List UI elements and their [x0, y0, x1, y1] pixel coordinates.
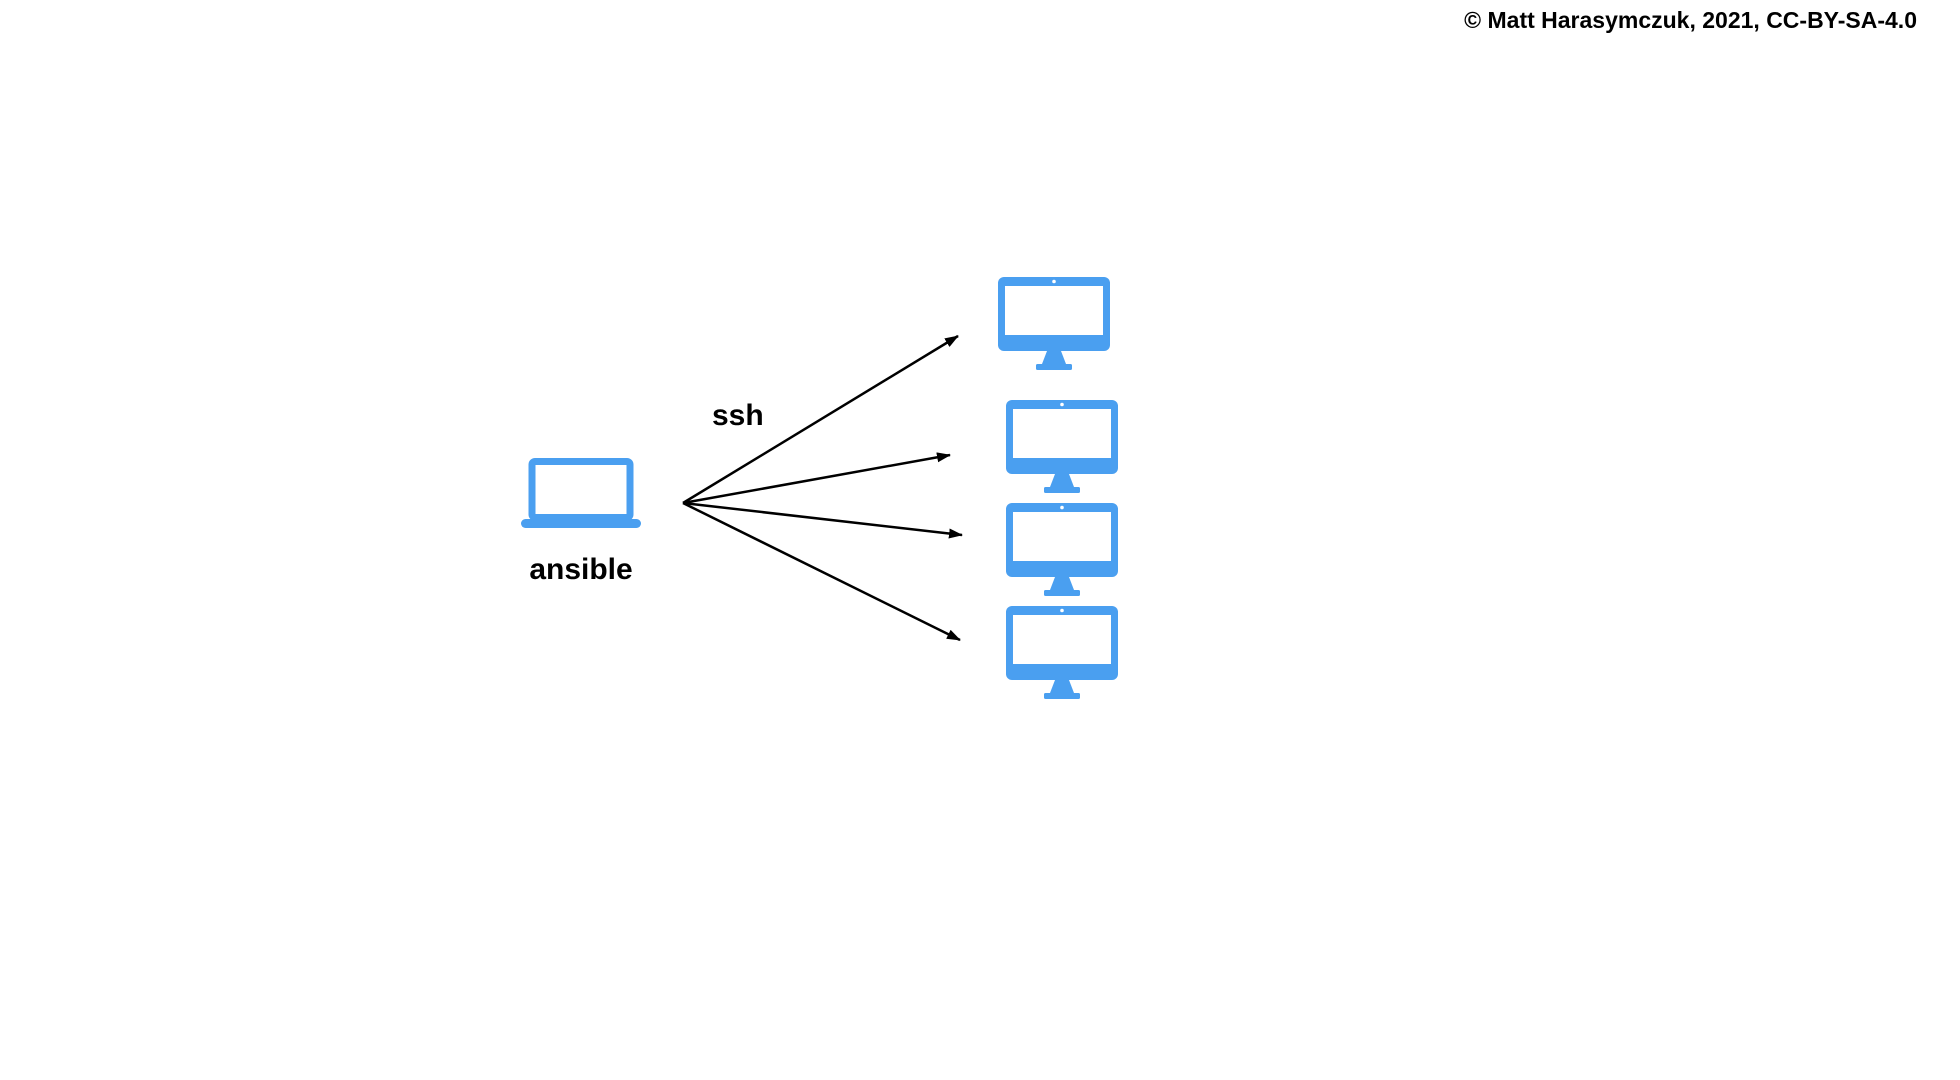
ssh-arrow — [682, 334, 959, 505]
target-host-monitor-icon — [998, 277, 1110, 370]
ssh-arrow — [682, 452, 951, 505]
copyright-notice: © Matt Harasymczuk, 2021, CC-BY-SA-4.0 — [1464, 7, 1917, 33]
target-host-monitor-icon — [1006, 400, 1118, 493]
ansible-node-label: ansible — [529, 553, 633, 586]
ssh-arrow — [682, 501, 961, 642]
ssh-arrow — [682, 501, 963, 539]
target-host-monitor-icon — [1006, 503, 1118, 596]
ssh-connection-label: ssh — [712, 399, 764, 432]
target-host-monitor-icon — [1006, 606, 1118, 699]
